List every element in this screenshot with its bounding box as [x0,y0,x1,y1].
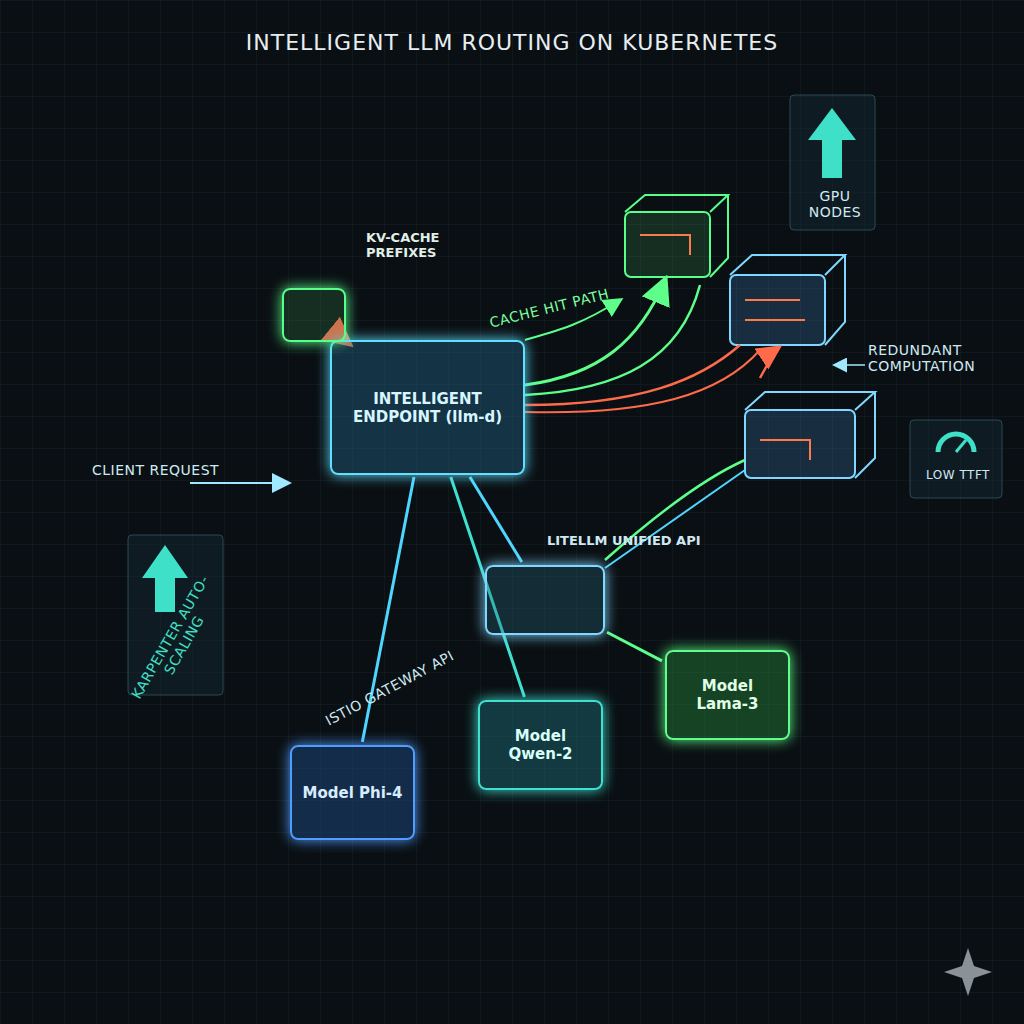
model-box: Model Phi-4 [290,745,415,840]
api-box: LITELLM UNIFIED API [485,565,605,635]
annotation-label: CLIENT REQUEST [92,462,219,478]
cache-cube: KV-CACHE PREFIXES [282,288,346,342]
endpoint-box: INTELLIGENT ENDPOINT (llm-d) [330,340,525,475]
gpu-cube [730,255,845,345]
connector [607,632,662,661]
diagram-title: INTELLIGENT LLM ROUTING ON KUBERNETES [0,30,1024,55]
node-text: KV-CACHE PREFIXES [366,230,486,260]
annotation-label: GPU NODES [800,188,870,220]
node-text: Model Lama-3 [675,677,780,713]
gauge-icon [910,420,1002,498]
gpu-cube [625,195,728,277]
node-text: Model Phi-4 [303,784,403,802]
annotation-label: LOW TTFT [918,468,998,482]
node-text: LITELLM UNIFIED API [547,533,747,548]
model-box: Model Lama-3 [665,650,790,740]
model-box: Model Qwen-2 [478,700,603,790]
node-text: Model Qwen-2 [488,727,593,763]
gpu-cube [745,392,875,478]
node-text: INTELLIGENT ENDPOINT (llm-d) [340,390,515,426]
annotation-label: REDUNDANT COMPUTATION [868,342,998,374]
connector [470,477,522,562]
scale-arrow [790,95,875,230]
watermark-icon [944,948,992,996]
